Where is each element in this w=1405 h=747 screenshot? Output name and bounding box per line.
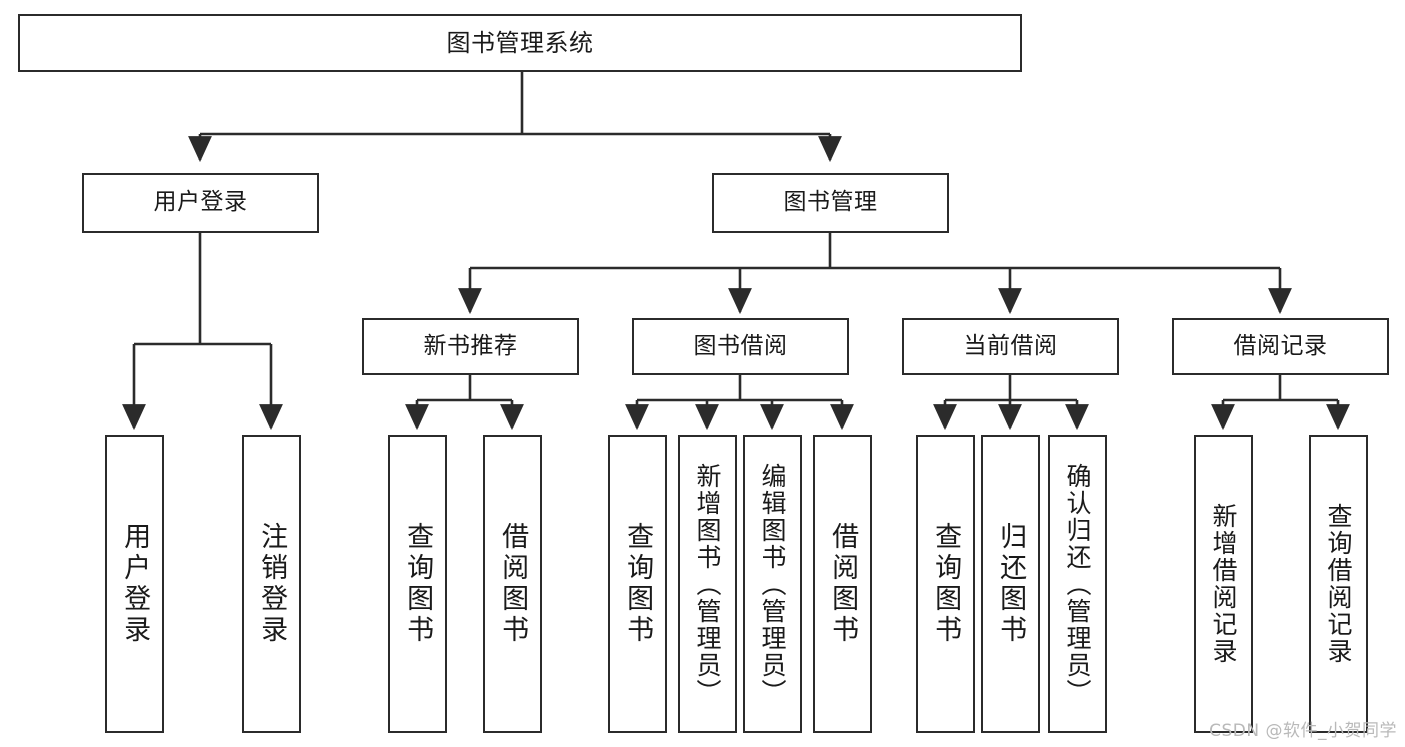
node-label: 查询图书	[930, 522, 962, 646]
node-label: 借阅图书	[827, 522, 859, 646]
node-label: 归还图书	[995, 522, 1027, 646]
watermark: CSDN @软件_小贺同学	[1209, 721, 1397, 741]
node-label: 图书借阅	[693, 332, 788, 359]
node-label: 图书管理	[783, 189, 878, 216]
node-new-book-recommend[interactable]: 新书推荐	[362, 318, 579, 375]
leaf-user-login-login[interactable]: 用户登录	[105, 435, 164, 733]
node-label: 确认归还（管理员）	[1063, 462, 1092, 706]
node-label: 借阅图书	[497, 522, 529, 646]
node-label: 用户登录	[119, 522, 151, 646]
leaf-borrow-edit-book-admin[interactable]: 编辑图书（管理员）	[743, 435, 802, 733]
leaf-current-query-book[interactable]: 查询图书	[916, 435, 975, 733]
node-label: 借阅记录	[1233, 332, 1328, 359]
node-label: 查询图书	[622, 522, 654, 646]
node-label: 新增借阅记录	[1209, 503, 1238, 665]
leaf-borrow-add-book-admin[interactable]: 新增图书（管理员）	[678, 435, 737, 733]
leaf-record-add-record[interactable]: 新增借阅记录	[1194, 435, 1253, 733]
leaf-current-return-book[interactable]: 归还图书	[981, 435, 1040, 733]
node-root-system[interactable]: 图书管理系统	[18, 14, 1022, 72]
leaf-recommend-query-book[interactable]: 查询图书	[388, 435, 447, 733]
node-borrow-record[interactable]: 借阅记录	[1172, 318, 1389, 375]
leaf-user-login-logout[interactable]: 注销登录	[242, 435, 301, 733]
node-label: 用户登录	[153, 189, 248, 216]
node-label: 新书推荐	[423, 332, 518, 359]
node-label: 注销登录	[256, 522, 288, 646]
leaf-record-query-record[interactable]: 查询借阅记录	[1309, 435, 1368, 733]
node-user-login[interactable]: 用户登录	[82, 173, 319, 233]
leaf-borrow-query-book[interactable]: 查询图书	[608, 435, 667, 733]
node-current-borrow[interactable]: 当前借阅	[902, 318, 1119, 375]
node-label: 新增图书（管理员）	[693, 462, 722, 706]
node-book-management[interactable]: 图书管理	[712, 173, 949, 233]
node-label: 编辑图书（管理员）	[758, 462, 787, 706]
node-label: 查询图书	[402, 522, 434, 646]
node-book-borrow[interactable]: 图书借阅	[632, 318, 849, 375]
node-label: 查询借阅记录	[1324, 503, 1353, 665]
node-label: 图书管理系统	[446, 28, 594, 57]
leaf-recommend-borrow-book[interactable]: 借阅图书	[483, 435, 542, 733]
leaf-borrow-borrow-book[interactable]: 借阅图书	[813, 435, 872, 733]
leaf-current-confirm-return-admin[interactable]: 确认归还（管理员）	[1048, 435, 1107, 733]
node-label: 当前借阅	[963, 332, 1058, 359]
